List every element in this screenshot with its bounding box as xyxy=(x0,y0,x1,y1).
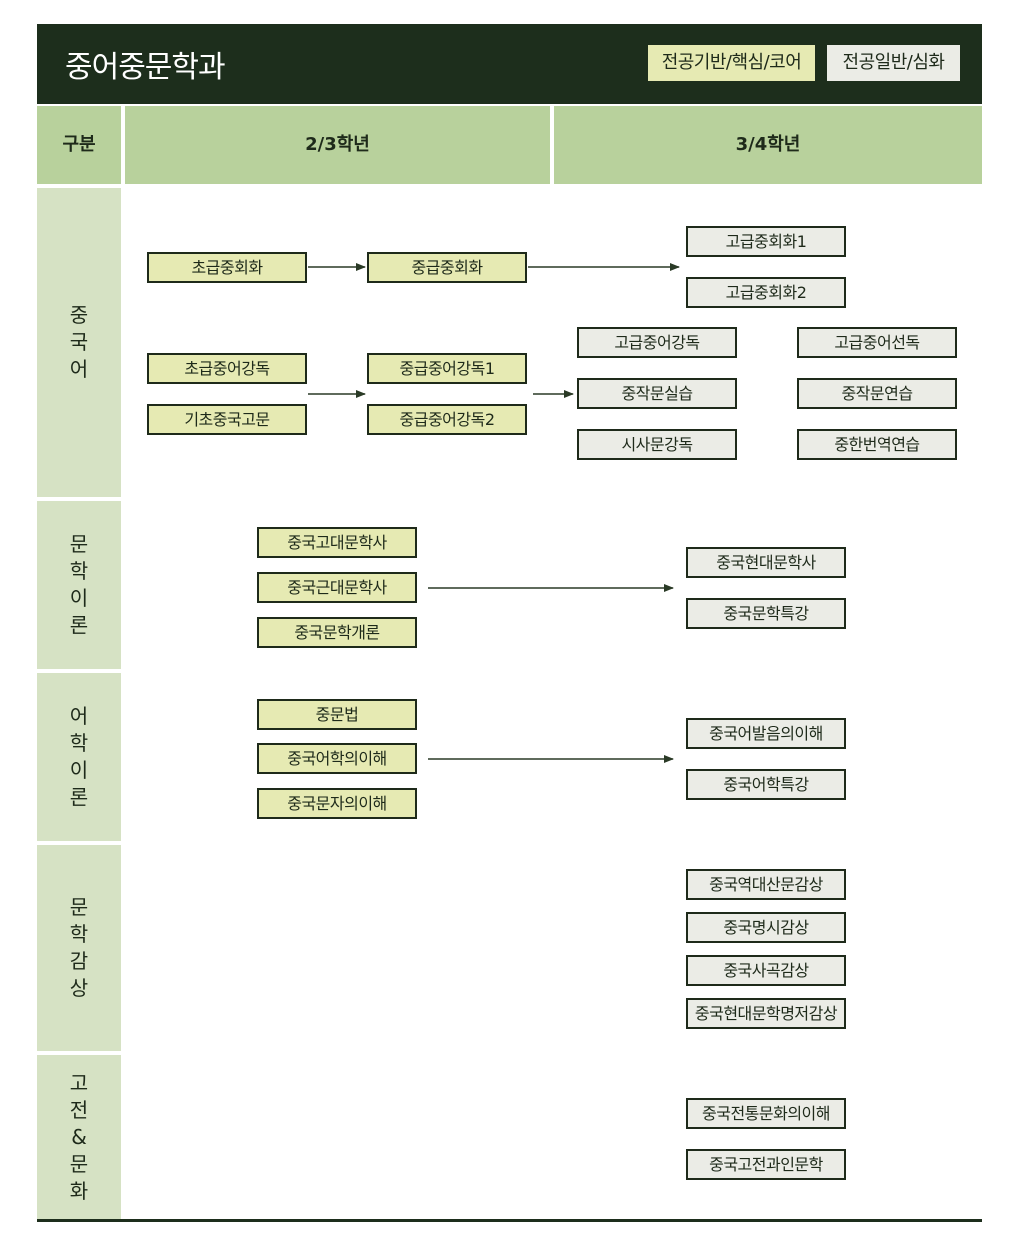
course-g4: 중국어발음의이해 xyxy=(686,718,846,749)
page-title: 중어중문학과 xyxy=(65,50,226,85)
course-l4: 중국현대문학사 xyxy=(686,547,846,578)
row-label-literature-appreciation: 문학감상 xyxy=(37,845,121,1051)
course-c12: 고급중어선독 xyxy=(797,327,957,358)
row-label-text: 중국어 xyxy=(69,303,89,381)
row-label-text: 문학감상 xyxy=(69,895,89,1000)
course-g2: 중국어학의이해 xyxy=(257,743,417,774)
course-c10: 중작문실습 xyxy=(577,378,737,409)
row-label-literary-theory: 문학이론 xyxy=(37,501,121,669)
course-h1: 중국전통문화의이해 xyxy=(686,1098,846,1129)
course-h2: 중국고전과인문학 xyxy=(686,1149,846,1180)
course-c1: 초급중회화 xyxy=(147,252,307,283)
course-a1: 중국역대산문감상 xyxy=(686,869,846,900)
column-header-category: 구분 xyxy=(37,106,121,184)
course-l3: 중국문학개론 xyxy=(257,617,417,648)
course-l2: 중국근대문학사 xyxy=(257,572,417,603)
course-l5: 중국문학특강 xyxy=(686,598,846,629)
course-g5: 중국어학특강 xyxy=(686,769,846,800)
course-a2: 중국명시감상 xyxy=(686,912,846,943)
row-label-classics-culture: 고전&문화 xyxy=(37,1055,121,1219)
course-c14: 중한번역연습 xyxy=(797,429,957,460)
row-label-text: 문학이론 xyxy=(69,532,89,637)
course-c3: 고급중회화1 xyxy=(686,226,846,257)
row-label-linguistics-theory: 어학이론 xyxy=(37,673,121,841)
course-g3: 중국문자의이해 xyxy=(257,788,417,819)
column-header-year-3-4: 3/4학년 xyxy=(554,106,982,184)
course-c5: 초급중어강독 xyxy=(147,353,307,384)
row-label-text: 고전&문화 xyxy=(69,1070,89,1203)
course-a4: 중국현대문학명저감상 xyxy=(686,998,846,1029)
bottom-rule xyxy=(37,1219,982,1222)
row-label-chinese: 중국어 xyxy=(37,188,121,497)
course-c2: 중급중회화 xyxy=(367,252,527,283)
course-c7: 중급중어강독1 xyxy=(367,353,527,384)
course-c6: 기초중국고문 xyxy=(147,404,307,435)
row-label-text: 어학이론 xyxy=(69,704,89,809)
header-bar: 중어중문학과 전공기반/핵심/코어 전공일반/심화 xyxy=(37,24,982,104)
course-l1: 중국고대문학사 xyxy=(257,527,417,558)
course-c13: 중작문연습 xyxy=(797,378,957,409)
course-c8: 중급중어강독2 xyxy=(367,404,527,435)
course-c9: 고급중어강독 xyxy=(577,327,737,358)
course-c11: 시사문강독 xyxy=(577,429,737,460)
legend-core: 전공기반/핵심/코어 xyxy=(646,43,817,83)
column-header-year-2-3: 2/3학년 xyxy=(125,106,550,184)
course-g1: 중문법 xyxy=(257,699,417,730)
course-a3: 중국사곡감상 xyxy=(686,955,846,986)
legend-advanced: 전공일반/심화 xyxy=(825,43,962,83)
course-c4: 고급중회화2 xyxy=(686,277,846,308)
